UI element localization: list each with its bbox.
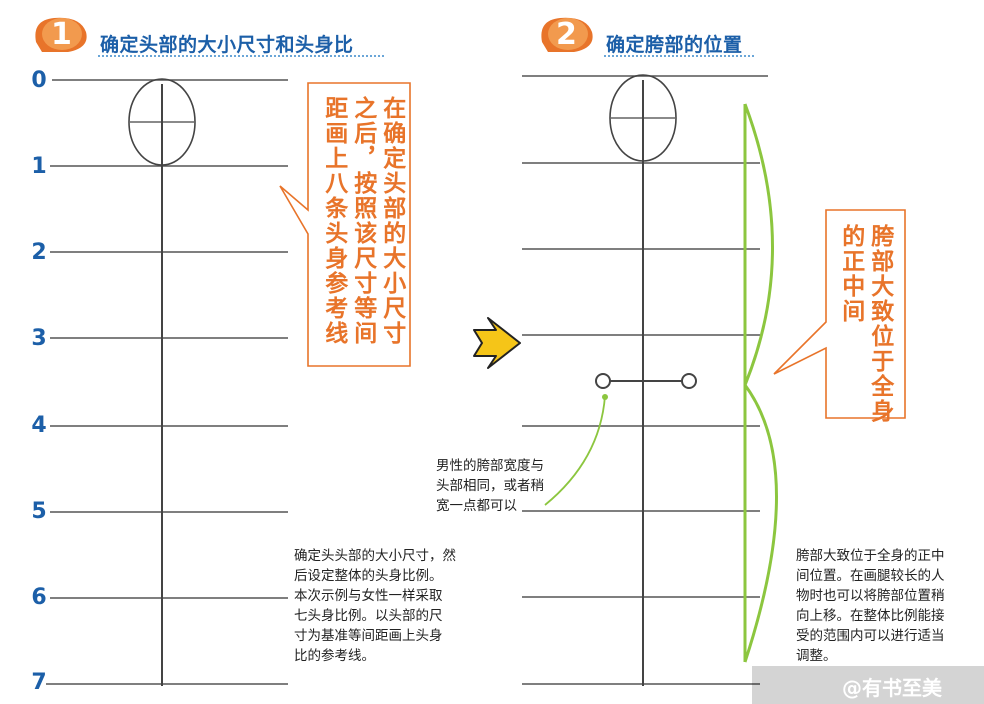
step-title-1: 确定头部的大小尺寸和头身比 xyxy=(100,34,354,56)
scale-number-5: 5 xyxy=(31,499,47,524)
watermark-backdrop xyxy=(752,666,984,704)
step-title-underline-1 xyxy=(98,55,384,57)
scale-number-2: 2 xyxy=(31,240,47,265)
note-pointer-dot xyxy=(602,394,608,400)
scale-number-7: 7 xyxy=(31,670,47,695)
note-left-line: 后设定整体的头身比例。 xyxy=(294,568,443,584)
left-reference-lines xyxy=(46,79,288,685)
step-badge-2: 2 xyxy=(538,14,598,56)
left-callout-col1: 在确定头部的大小尺寸 xyxy=(378,96,405,346)
hip-midpoint-guide xyxy=(743,103,778,663)
step-title-2: 确定胯部的位置 xyxy=(606,34,743,56)
left-callout-bracket xyxy=(279,82,411,367)
note-right-line: 受的范围内可以进行适当 xyxy=(796,628,945,644)
note-right-line: 间位置。在画腿较长的人 xyxy=(796,568,945,584)
note-middle-line: 头部相同，或者稍 xyxy=(436,478,544,494)
note-left-line: 七头身比例。以头部的尺 xyxy=(294,608,443,624)
right-callout-bracket xyxy=(773,209,906,419)
note-left: 确定头头部的大小尺寸，然 后设定整体的头身比例。 本次示例与女性一样采取 七头身… xyxy=(294,546,484,666)
note-left-line: 寸为基准等间距画上头身 xyxy=(294,628,443,644)
right-head-sketch xyxy=(609,74,677,686)
note-pointer-line xyxy=(544,395,606,506)
right-callout-col1: 胯部大致位于全身 xyxy=(866,224,893,424)
note-right-line: 调整。 xyxy=(796,648,837,664)
note-middle: 男性的胯部宽度与 头部相同，或者稍 宽一点都可以 xyxy=(436,456,586,516)
watermark-text: @有书至美 xyxy=(842,676,942,700)
left-callout-col3: 距画上八条头身参考线 xyxy=(320,96,347,346)
note-right-line: 物时也可以将胯部位置稍 xyxy=(796,588,945,604)
note-right-line: 胯部大致位于全身的正中 xyxy=(796,548,945,564)
scale-number-1: 1 xyxy=(31,154,47,179)
scale-number-6: 6 xyxy=(31,585,47,610)
note-left-line: 确定头头部的大小尺寸，然 xyxy=(294,548,456,564)
left-callout-col2: 之后，按照该尺寸等间 xyxy=(349,96,376,346)
step-number-1: 1 xyxy=(51,17,72,52)
note-middle-line: 男性的胯部宽度与 xyxy=(436,458,544,474)
note-left-line: 比的参考线。 xyxy=(294,648,375,664)
note-right: 胯部大致位于全身的正中 间位置。在画腿较长的人 物时也可以将胯部位置稍 向上移。… xyxy=(796,546,976,666)
hip-width-marker xyxy=(595,373,697,389)
note-left-line: 本次示例与女性一样采取 xyxy=(294,588,443,604)
step-number-2: 2 xyxy=(556,17,577,52)
scale-number-0: 0 xyxy=(31,68,47,93)
step-title-underline-2 xyxy=(604,55,754,57)
note-right-line: 向上移。在整体比例能接 xyxy=(796,608,945,624)
step-badge-1: 1 xyxy=(32,14,92,56)
scale-number-3: 3 xyxy=(31,326,47,351)
right-callout-col2: 的正中间 xyxy=(837,224,864,324)
right-reference-lines xyxy=(522,75,768,685)
arrow-right-icon xyxy=(473,317,521,369)
scale-number-4: 4 xyxy=(31,413,47,438)
left-head-sketch xyxy=(128,78,196,686)
note-middle-line: 宽一点都可以 xyxy=(436,498,517,514)
